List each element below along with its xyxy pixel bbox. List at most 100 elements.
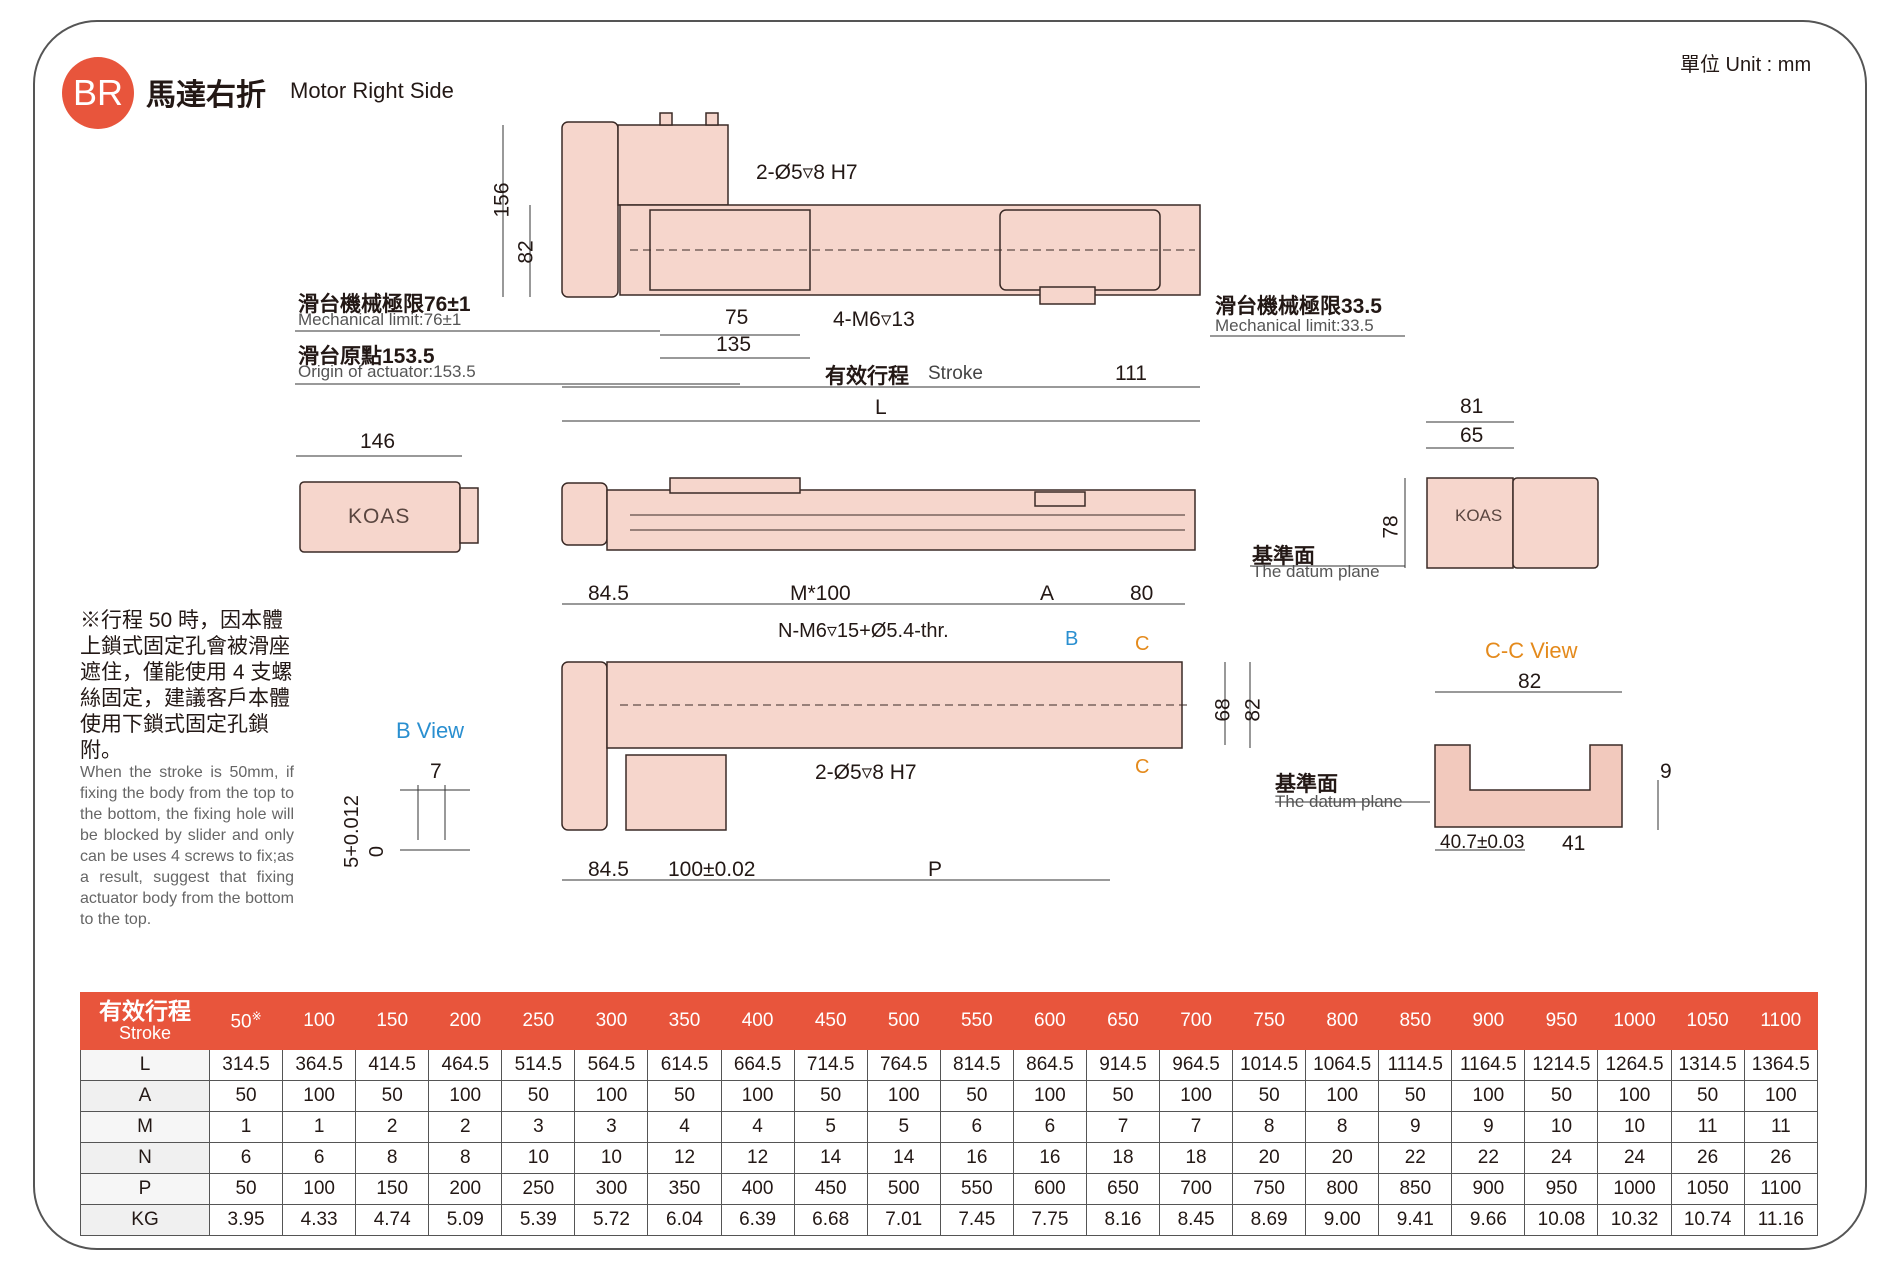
dim-146: 146 xyxy=(360,430,396,453)
dim-0: 0 xyxy=(366,845,389,858)
sensor-front xyxy=(1034,491,1086,507)
technical-drawing xyxy=(295,112,1659,881)
table-cell: 900 xyxy=(1451,1173,1526,1205)
table-cell: 1064.5 xyxy=(1305,1049,1380,1081)
dim-41: 41 xyxy=(1562,832,1586,855)
table-cell: 550 xyxy=(939,1173,1014,1205)
stroke-label-zh: 有效行程 xyxy=(825,365,909,388)
mech-limit-right-zh: 滑台機械極限33.5 xyxy=(1215,295,1382,318)
table-cell: 9.66 xyxy=(1451,1204,1526,1236)
row-header: KG xyxy=(80,1204,210,1236)
table-cell: 7.75 xyxy=(1012,1204,1087,1236)
table-cell: 1364.5 xyxy=(1743,1049,1819,1081)
stroke-col-header: 850 xyxy=(1378,992,1453,1050)
dim-5-tolerance: 5+0.012 xyxy=(340,795,363,868)
table-cell: 4 xyxy=(647,1111,722,1143)
stroke-value: 750 xyxy=(1253,1010,1285,1031)
table-cell: 964.5 xyxy=(1159,1049,1234,1081)
stroke-col-header: 250 xyxy=(501,992,576,1050)
dim-84-5-bottom: 84.5 xyxy=(588,858,629,881)
stroke-col-header: 200 xyxy=(428,992,503,1050)
table-cell: 18 xyxy=(1159,1142,1234,1174)
table-cell: 1314.5 xyxy=(1670,1049,1745,1081)
table-cell: 50 xyxy=(1378,1080,1453,1112)
mech-limit-left-zh: 滑台機械極限76±1 xyxy=(298,293,471,316)
dim-82-top: 82 xyxy=(514,240,538,264)
top-view xyxy=(561,112,1201,305)
table-cell: 22 xyxy=(1451,1142,1526,1174)
dim-84-5-top: 84.5 xyxy=(588,582,629,605)
table-cell: 20 xyxy=(1232,1142,1307,1174)
table-cell: 1100 xyxy=(1743,1173,1819,1205)
row-header: P xyxy=(80,1173,210,1205)
table-cell: 7.45 xyxy=(939,1204,1014,1236)
table-cell: 8 xyxy=(1232,1111,1307,1143)
dim-82-cc: 82 xyxy=(1518,670,1542,693)
table-cell: 6.68 xyxy=(793,1204,868,1236)
datum-label-2-zh: 基準面 xyxy=(1275,773,1338,796)
table-cell: 1014.5 xyxy=(1232,1049,1307,1081)
dim-A: A xyxy=(1040,582,1055,605)
table-cell: 950 xyxy=(1524,1173,1599,1205)
dim-100: 100±0.02 xyxy=(668,858,756,881)
dim-9: 9 xyxy=(1660,760,1672,783)
stroke-value: 150 xyxy=(376,1010,409,1031)
table-cell: 20 xyxy=(1305,1142,1380,1174)
stroke-label-en: Stroke xyxy=(928,363,983,384)
datum-label-1-zh: 基準面 xyxy=(1252,545,1315,568)
stroke-value: 700 xyxy=(1180,1010,1212,1031)
stroke-value: 250 xyxy=(522,1010,555,1031)
table-cell: 9 xyxy=(1451,1111,1526,1143)
table-cell: 200 xyxy=(428,1173,503,1205)
table-cell: 400 xyxy=(720,1173,795,1205)
stroke-col-header: 500 xyxy=(866,992,941,1050)
stroke-col-header: 300 xyxy=(574,992,649,1050)
stroke-col-header: 350 xyxy=(647,992,722,1050)
motor-tab xyxy=(659,112,673,126)
stroke-col-header: 1000 xyxy=(1597,992,1672,1050)
dim-156: 156 xyxy=(490,182,514,218)
table-cell: 50 xyxy=(1524,1080,1599,1112)
table-cell: 18 xyxy=(1085,1142,1161,1174)
table-cell: 6 xyxy=(282,1142,357,1174)
table-cell: 150 xyxy=(355,1173,430,1205)
table-cell: 3 xyxy=(574,1111,649,1143)
table-cell: 2 xyxy=(355,1111,430,1143)
table-cell: 100 xyxy=(1159,1080,1234,1112)
table-cell: 22 xyxy=(1378,1142,1453,1174)
dim-M100: M*100 xyxy=(790,582,851,605)
stroke-value: 500 xyxy=(887,1010,920,1031)
row-header: N xyxy=(80,1142,210,1174)
dim-81: 81 xyxy=(1460,395,1484,418)
stroke-value: 300 xyxy=(595,1010,628,1031)
stroke-col-header: 600 xyxy=(1012,992,1087,1050)
table-cell: 1 xyxy=(208,1111,284,1143)
stroke-value: 650 xyxy=(1107,1010,1139,1031)
stroke-value: 450 xyxy=(814,1010,847,1031)
table-cell: 50 xyxy=(939,1080,1014,1112)
table-cell: 50 xyxy=(1085,1080,1161,1112)
table-cell: 5.09 xyxy=(428,1204,503,1236)
table-cell: 914.5 xyxy=(1085,1049,1161,1081)
nm6-callout: N-M6▿15+Ø5.4-thr. xyxy=(778,620,949,642)
table-cell: 4.33 xyxy=(282,1204,357,1236)
table-cell: 8 xyxy=(428,1142,503,1174)
motor-cover-top xyxy=(561,121,619,298)
mech-limit-right-en: Mechanical limit:33.5 xyxy=(1215,316,1374,335)
dim-78: 78 xyxy=(1379,515,1403,539)
table-cell: 100 xyxy=(574,1080,649,1112)
table-cell: 750 xyxy=(1232,1173,1307,1205)
section-c-mark-top: C xyxy=(1135,633,1150,655)
slider-front xyxy=(669,477,801,494)
actuator-body-front xyxy=(606,489,1196,551)
stroke-header-en: Stroke xyxy=(118,1023,172,1043)
dim-L: L xyxy=(875,396,887,419)
table-cell: 764.5 xyxy=(866,1049,941,1081)
stroke-value: 50 xyxy=(230,1011,252,1033)
table-cell: 50 xyxy=(355,1080,430,1112)
